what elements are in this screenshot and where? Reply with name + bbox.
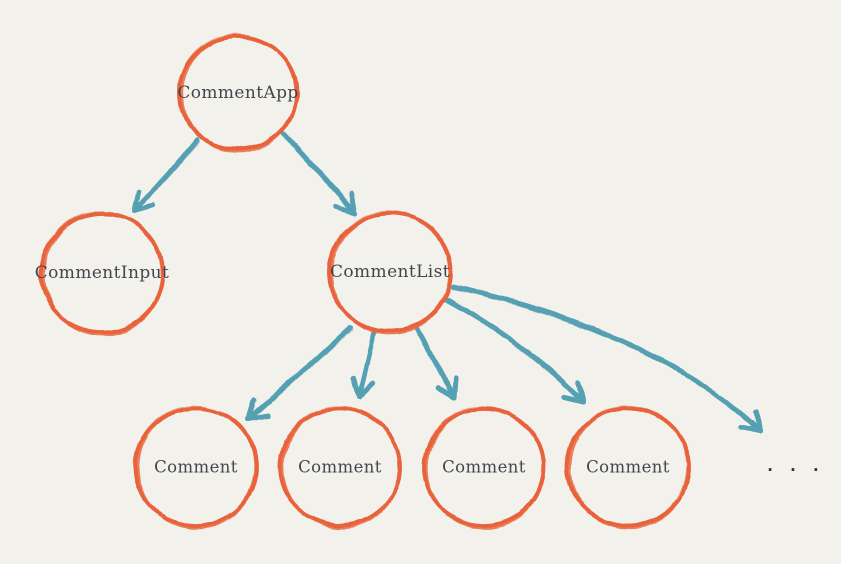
edge-texture-stroke [249,328,353,421]
node-comment-1: Comment [133,405,259,530]
edge-commentlist-comment-4 [444,297,586,405]
node-label-comment-app: CommentApp [177,83,298,103]
node-label-comment-4: Comment [586,458,670,477]
edge-texture-stroke [285,135,357,215]
node-comment-input: CommentInput [35,211,169,336]
node-comment-list: CommentList [327,210,453,335]
edge-commentlist-comment-1 [245,324,353,422]
node-comment-3: Comment [422,406,546,529]
node-label-comment-2: Comment [298,458,382,477]
node-comment-2: Comment [278,406,402,529]
edge-texture-stroke [135,141,200,213]
node-label-comment-input: CommentInput [35,263,169,283]
edge-texture-stroke [451,288,759,431]
edge-commentlist-comment-2 [350,330,377,400]
node-label-comment-1: Comment [154,458,238,477]
more-comments-ellipsis: . . . [767,457,825,475]
edges-layer [131,131,763,434]
node-comment-app: CommentApp [177,33,299,154]
edge-commentapp-commentinput [131,137,200,214]
node-label-comment-list: CommentList [330,262,450,282]
node-label-comment-3: Comment [442,458,526,477]
edge-commentlist-comment-3 [414,326,459,401]
node-comment-4: Comment [565,405,691,530]
